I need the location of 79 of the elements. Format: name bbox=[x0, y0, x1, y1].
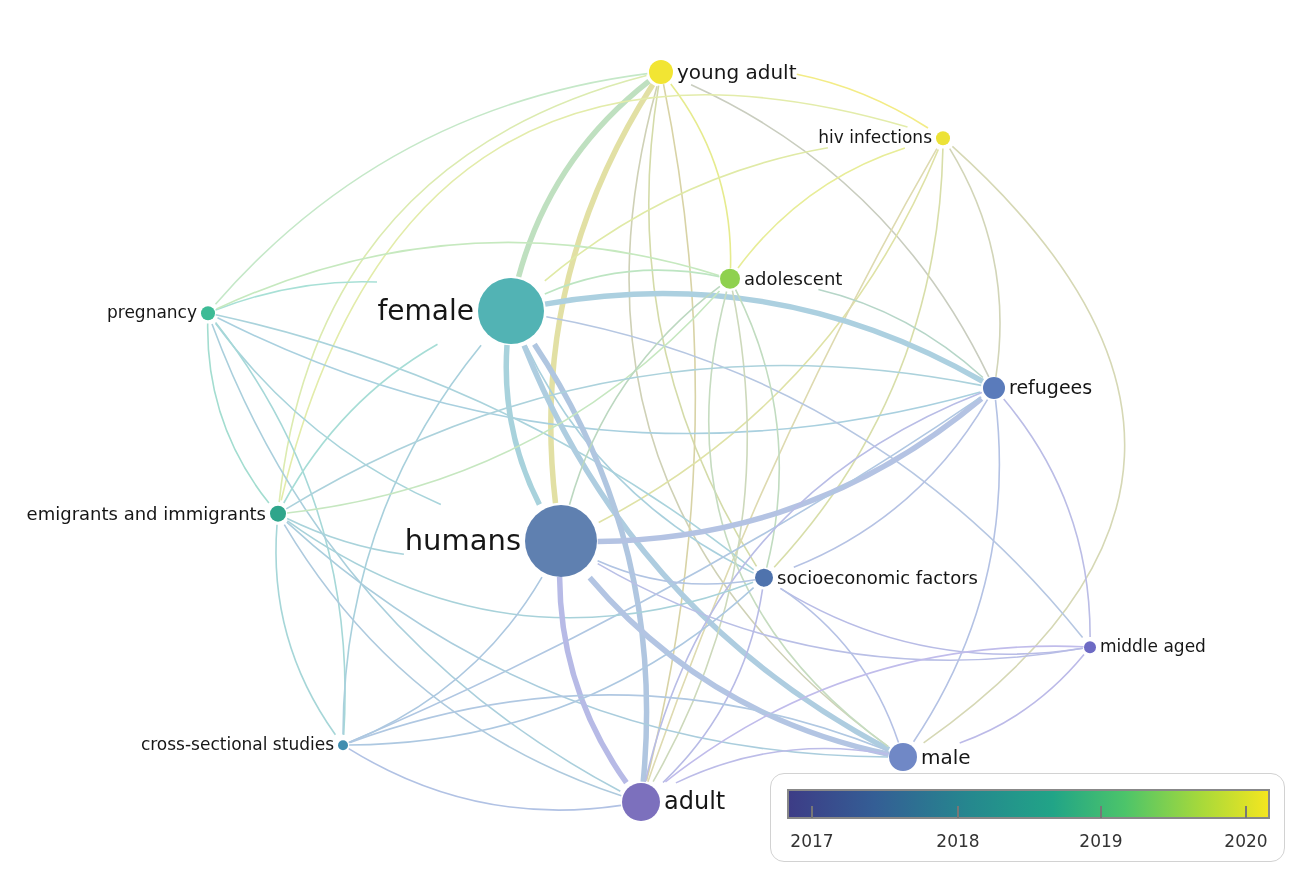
link-curve bbox=[647, 147, 938, 783]
link-curve bbox=[548, 83, 656, 504]
tick-label: 2020 bbox=[1224, 832, 1268, 852]
link-curve bbox=[216, 317, 982, 434]
tick-label: 2019 bbox=[1079, 832, 1123, 852]
link-curve bbox=[793, 398, 989, 569]
link-curve bbox=[690, 84, 990, 378]
link-curve bbox=[597, 148, 940, 524]
keyword-label: female bbox=[377, 294, 474, 328]
link-curve bbox=[283, 343, 439, 504]
link-curve bbox=[1002, 398, 1091, 638]
keyword-label: emigrants and immigrants bbox=[26, 503, 266, 525]
keyword-label: young adult bbox=[677, 60, 797, 84]
link-curve bbox=[645, 83, 696, 782]
link-curve bbox=[922, 145, 1126, 744]
link-curve bbox=[796, 73, 929, 129]
link-curve bbox=[644, 391, 983, 783]
link-curve bbox=[214, 280, 378, 311]
link-curve bbox=[544, 290, 984, 384]
keyword-label: middle aged bbox=[1100, 637, 1206, 657]
link-curve bbox=[275, 523, 337, 736]
link-curve bbox=[503, 344, 542, 506]
keyword-label: adult bbox=[664, 788, 726, 816]
link-curve bbox=[348, 586, 755, 746]
link-curve bbox=[348, 576, 543, 744]
link-curve bbox=[211, 323, 622, 793]
link-curve bbox=[817, 288, 984, 379]
link-curve bbox=[544, 147, 829, 282]
link-curve bbox=[556, 577, 629, 785]
link-curve bbox=[707, 290, 889, 748]
link-curve bbox=[652, 289, 748, 783]
keyword-label: socioeconomic factors bbox=[777, 567, 978, 589]
link-curve bbox=[734, 288, 781, 569]
link-curve bbox=[286, 517, 405, 556]
link-curve bbox=[958, 653, 1085, 744]
link-curve bbox=[285, 364, 982, 510]
link-curve bbox=[587, 575, 890, 757]
link-curve bbox=[664, 645, 1085, 783]
link-curve bbox=[662, 588, 764, 784]
keyword-label: pregnancy bbox=[106, 303, 197, 323]
link-curve bbox=[214, 313, 755, 571]
keyword-label: humans bbox=[404, 524, 521, 558]
keyword-label: adolescent bbox=[744, 268, 843, 290]
link-curve bbox=[648, 84, 758, 568]
link-curve bbox=[206, 322, 270, 504]
link-curve bbox=[278, 74, 648, 503]
link-curve bbox=[597, 396, 984, 545]
link-curve bbox=[286, 521, 889, 758]
link-curve bbox=[779, 587, 1084, 655]
link-curve bbox=[214, 72, 649, 306]
link-curve bbox=[596, 559, 756, 585]
link-curve bbox=[347, 747, 622, 811]
tick-label: 2018 bbox=[936, 832, 980, 852]
link-curve bbox=[286, 520, 754, 619]
keyword-label: cross-sectional studies bbox=[140, 735, 334, 755]
link-curve bbox=[521, 344, 891, 753]
link-curve bbox=[544, 269, 721, 295]
link-curve bbox=[948, 147, 1001, 378]
link-curve bbox=[675, 747, 889, 784]
link-curve bbox=[286, 290, 721, 514]
link-curve bbox=[780, 587, 900, 744]
link-curve bbox=[283, 523, 623, 797]
link-curve bbox=[737, 147, 906, 269]
link-curve bbox=[568, 285, 721, 506]
tick-label: 2017 bbox=[790, 832, 834, 852]
link-curve bbox=[532, 342, 650, 782]
link-curve bbox=[214, 322, 442, 506]
keyword-label: refugees bbox=[1009, 377, 1093, 399]
link-curve bbox=[773, 147, 944, 568]
link-curve bbox=[545, 316, 1084, 639]
link-curve bbox=[912, 399, 1001, 743]
link-curve bbox=[515, 78, 651, 278]
link-curve bbox=[214, 321, 346, 736]
keyword-label: male bbox=[921, 745, 971, 769]
link-curve bbox=[342, 344, 482, 736]
link-curve bbox=[670, 83, 732, 270]
keyword-label: hiv infections bbox=[818, 128, 932, 148]
link-curve bbox=[280, 94, 909, 502]
link-curve bbox=[215, 241, 720, 310]
